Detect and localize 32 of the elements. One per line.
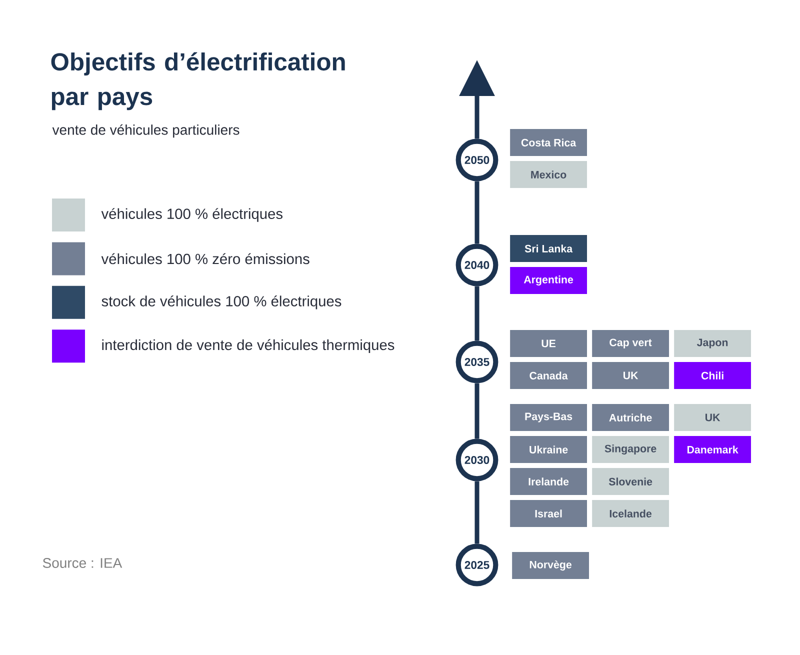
legend-label: interdiction de vente de véhicules thermiques <box>102 339 394 353</box>
country-box: Danemark <box>673 435 752 464</box>
title: Objectifs d’électrification par pays <box>51 52 345 110</box>
country-box: Autriche <box>591 403 670 432</box>
source-note: Source : IEA <box>42 558 122 568</box>
country-box: Sri Lanka <box>509 234 588 264</box>
country-box: Cap vert <box>591 329 670 358</box>
subtitle: vente de véhicules particuliers <box>52 124 240 138</box>
country-box: Singapore <box>591 435 670 464</box>
country-box: Ukraine <box>509 435 588 464</box>
country-box: UE <box>509 329 588 358</box>
timeline-line <box>474 481 480 544</box>
country-box: UK <box>673 403 752 432</box>
timeline-line <box>474 181 480 244</box>
country-box: Pays-Bas <box>509 403 588 432</box>
country-box: Canada <box>509 361 588 390</box>
timeline-line <box>474 383 480 439</box>
country-box: Icelande <box>591 499 670 528</box>
country-box: Slovenie <box>591 467 670 496</box>
legend-label: véhicules 100 % électriques <box>101 208 282 222</box>
country-box: Chili <box>673 361 752 390</box>
country-box: Irelande <box>509 467 588 496</box>
country-box: Argentine <box>509 266 588 296</box>
country-box: Mexico <box>509 160 588 190</box>
timeline-line <box>474 286 480 341</box>
country-box: Japon <box>673 329 752 358</box>
country-box: Norvège <box>511 551 590 580</box>
legend-label: véhicules 100 % zéro émissions <box>101 253 310 264</box>
country-box: Israel <box>509 499 588 528</box>
country-box: UK <box>591 361 670 390</box>
country-box: Costa Rica <box>509 128 588 158</box>
legend-label: stock de véhicules 100 % électriques <box>102 295 342 310</box>
